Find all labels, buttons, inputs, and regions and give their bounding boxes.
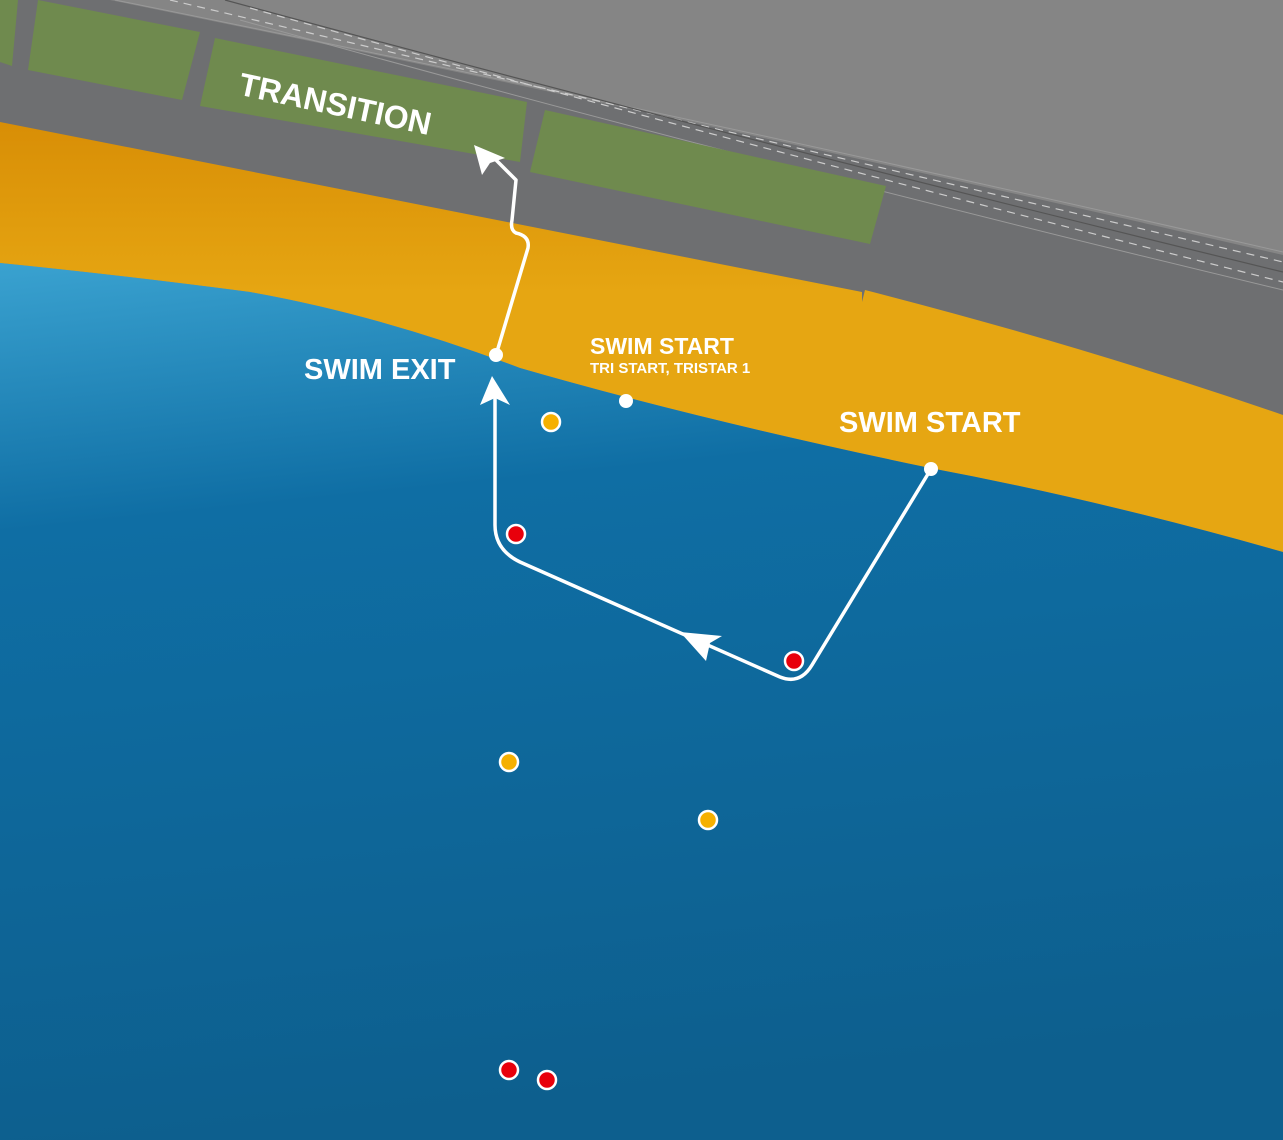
swim-course-path xyxy=(490,154,933,681)
swim-exit-marker[interactable] xyxy=(489,348,503,362)
yellow-buoy[interactable] xyxy=(697,809,719,831)
transition-lots xyxy=(0,0,886,244)
yellow-buoy[interactable] xyxy=(498,751,520,773)
arrow-transition-icon xyxy=(474,145,505,175)
swim-start-tri-label: SWIM START xyxy=(590,333,734,359)
road-lines xyxy=(114,0,1283,291)
arrow-up-icon xyxy=(480,376,510,405)
yellow-buoy[interactable] xyxy=(540,411,562,433)
swim-start-marker[interactable] xyxy=(924,462,938,476)
swim-start-tri-marker[interactable] xyxy=(619,394,633,408)
red-buoy[interactable] xyxy=(498,1059,520,1081)
red-buoy[interactable] xyxy=(505,523,527,545)
water xyxy=(0,263,1283,1140)
buoys xyxy=(498,411,805,1091)
beach xyxy=(0,122,1283,552)
red-buoy[interactable] xyxy=(783,650,805,672)
swim-exit-label: SWIM EXIT xyxy=(304,354,456,386)
arrow-left-icon xyxy=(680,632,722,661)
red-buoy[interactable] xyxy=(536,1069,558,1091)
swim-start-tri-sublabel: TRI START, TRISTAR 1 xyxy=(590,360,751,377)
swim-start-label: SWIM START xyxy=(839,407,1021,439)
